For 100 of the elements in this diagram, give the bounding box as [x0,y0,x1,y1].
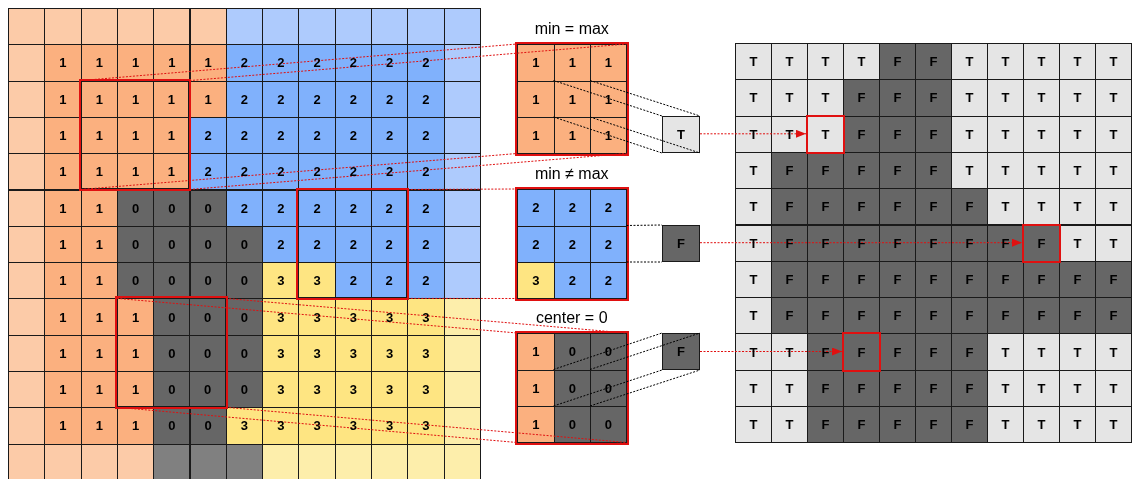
grid-cell: 2 [298,153,336,191]
grid-cell: 2 [298,44,336,82]
projection-line [553,332,663,370]
grid-cell: 1 [553,44,591,82]
grid-cell: 1 [153,80,190,118]
result-box: F [662,333,700,370]
arrow [699,347,843,356]
projection-line [189,153,627,190]
grid-cell: 3 [298,371,336,409]
grid-cell: T [1095,406,1132,444]
grid-cell: T [735,79,772,117]
grid-cell: 0 [189,371,226,408]
grid-cell: T [735,406,772,444]
grid-cell: F [951,406,988,444]
highlighted-cell: F [1022,223,1061,263]
grid-cell: 1 [80,153,118,190]
highlight-frame [296,187,410,301]
grid-cell: 1 [517,80,555,118]
grid-cell: T [1095,115,1132,153]
grid-cell: 2 [407,44,445,82]
grid-cell: 1 [153,44,191,82]
grid-cell: 1 [116,334,155,372]
grid-cell: F [843,188,880,226]
grid-cell: 0 [553,333,591,371]
grid-cell: 1 [44,44,82,82]
grid-cell: 0 [590,369,627,407]
grid-cell: 1 [80,80,118,118]
grid-cell: T [1095,151,1132,190]
projection-line [553,116,663,154]
grid-cell: T [1023,79,1060,117]
grid-cell: T [987,79,1024,117]
grid-cell: F [807,406,844,444]
grid-cell: 0 [153,225,191,264]
grid-cell: 1 [590,117,627,154]
projection-line [225,297,627,334]
grid-cell: 3 [298,334,336,372]
grid-cell: 3 [262,407,300,445]
grid-cell: 2 [517,225,555,263]
projection-line [626,224,663,226]
result-box: T [662,116,700,153]
grid-cell: 1 [590,80,627,118]
grid-cell: T [1095,79,1132,117]
projection-line [406,188,518,190]
grid-cell: T [1095,369,1132,407]
grid-cell: 0 [189,298,226,336]
grid-cell: 0 [590,333,627,371]
grid-cell: 1 [116,153,155,190]
grid-cell: F [879,406,916,444]
grid-cell: 1 [44,225,82,264]
grid-cell: F [879,79,916,117]
window-title: center = 0 [534,308,609,328]
grid-cell: F [1095,297,1132,335]
grid-cell: 2 [334,189,372,227]
highlight-frame [114,296,228,410]
grid-cell: 0 [153,189,191,227]
grid-cell: 3 [407,371,445,409]
grid-cell: 2 [189,153,227,191]
grid-cell: 0 [153,298,191,336]
grid-cell: 2 [371,189,408,227]
grid-cell: 1 [116,80,155,118]
grid-cell: T [771,79,808,117]
grid-cell: T [987,188,1024,226]
grid-cell: 3 [371,407,409,445]
grid-cell: 2 [371,262,408,299]
grid-cell: 1 [44,262,82,300]
projection-line [189,43,627,82]
grid-cell: F [951,333,988,371]
grid-cell: 0 [553,406,591,443]
grid-cell: T [1095,333,1132,371]
arrow [699,238,1023,247]
grid-cell: 1 [44,298,82,336]
projection-line [626,261,663,263]
projection-line [116,297,518,334]
projection-line [589,369,701,407]
arrow [699,129,807,138]
grid-cell: 2 [407,80,445,118]
grid-cell: 1 [153,153,190,190]
grid-cell: T [735,333,772,371]
highlight-frame [78,78,192,192]
grid-cell: 1 [44,371,82,409]
grid-cell: F [915,188,952,226]
projection-line [116,406,518,443]
projection-line [225,406,627,443]
grid-cell: F [807,188,844,226]
grid-cell: F [915,79,952,117]
grid-cell: 1 [44,189,82,227]
grid-cell: T [1095,188,1132,226]
result-box: F [662,225,700,262]
grid-cell: F [843,406,880,444]
grid-cell: 2 [553,262,591,299]
grid-cell: 3 [334,407,372,445]
grid-cell: T [1059,406,1096,444]
grid-cell: T [1023,333,1060,371]
grid-cell: T [1059,188,1096,226]
highlighted-cell: T [806,114,845,154]
grid-cell: 2 [298,225,336,264]
grid-cell: T [1095,43,1132,81]
grid-cell: T [771,406,808,444]
grid-cell: F [1095,260,1132,299]
grid-cell: 1 [517,44,555,82]
